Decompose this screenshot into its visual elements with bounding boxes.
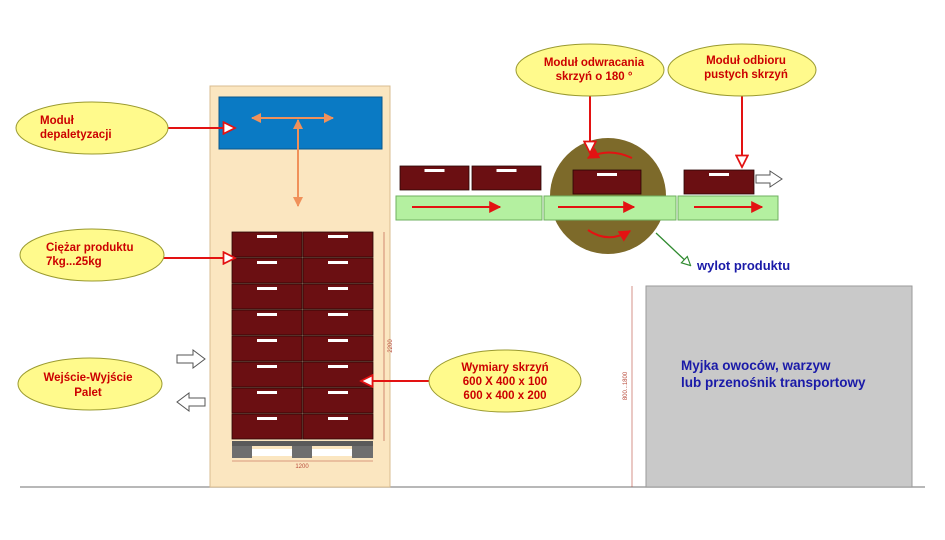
- crate-stack-box: [231, 361, 303, 388]
- empty-crate: [683, 169, 755, 195]
- crate-stack-box: [302, 283, 374, 310]
- washer-label-line1: Myjka owoców, warzyw: [681, 358, 831, 373]
- callout-turn-line1: Moduł odwracania: [544, 57, 645, 69]
- crate-stack-box: [302, 335, 374, 362]
- callout-dims-line3: 600 x 400 x 200: [463, 390, 546, 402]
- callout-depal-line1: Moduł: [40, 115, 75, 127]
- callout-turn-line2: skrzyń o 180 °: [556, 71, 633, 83]
- crate-stack-box: [302, 413, 374, 440]
- rotation-arrow-bottom: [587, 229, 632, 242]
- crate-stack-box: [302, 257, 374, 284]
- conveyor-crate: [399, 165, 470, 191]
- crate-stack-box: [302, 361, 374, 388]
- callout-weight-line1: Ciężar produktu: [46, 242, 134, 254]
- depalletization-module: [218, 96, 383, 150]
- pallet-output-arrow: [176, 392, 206, 412]
- callout-pallet-io: Wejście-Wyjście Palet: [17, 357, 163, 411]
- callout-empty-crate-module: Moduł odbioru pustych skrzyń: [667, 43, 817, 97]
- callout-crate-dimensions: Wymiary skrzyń 600 X 400 x 100 600 x 400…: [428, 349, 582, 413]
- pallet-width-dimension: 1200: [295, 464, 309, 470]
- callout-depal-line2: depaletyzacji: [40, 129, 112, 141]
- callout-turning-module: Moduł odwracania skrzyń o 180 °: [515, 43, 665, 97]
- crate-stack-box: [231, 283, 303, 310]
- turning-crate: [572, 169, 642, 195]
- callout-depalletization: Moduł depaletyzacji: [15, 101, 169, 155]
- pallet: [232, 441, 373, 458]
- callout-dims-line2: 600 X 400 x 100: [463, 376, 547, 388]
- crate-stack-box: [302, 231, 374, 258]
- crate-stack-box: [302, 387, 374, 414]
- washer-height-dimension: 800...1800: [623, 371, 629, 400]
- crate-stack-box: [231, 309, 303, 336]
- washer-label-line2: lub przenośnik transportowy: [681, 375, 866, 390]
- callout-product-weight: Ciężar produktu 7kg...25kg: [19, 228, 165, 282]
- crate-stack-box: [302, 309, 374, 336]
- crate-stack-box: [231, 231, 303, 258]
- washer-block: [645, 285, 913, 488]
- callout-empty-line2: pustych skrzyń: [704, 69, 788, 81]
- crate-stack-box: [231, 413, 303, 440]
- crate-stack: [231, 231, 374, 440]
- callout-dims-line1: Wymiary skrzyń: [461, 362, 548, 374]
- callout-io-line1: Wejście-Wyjście: [43, 372, 132, 384]
- callout-weight-line2: 7kg...25kg: [46, 256, 102, 268]
- product-outlet-label: wylot produktu: [696, 258, 790, 273]
- product-outlet-arrow: [655, 232, 690, 265]
- crate-stack-box: [231, 257, 303, 284]
- empty-crate-exit-arrow: [755, 170, 783, 188]
- crate-stack-box: [231, 387, 303, 414]
- pallet-input-arrow: [176, 349, 206, 369]
- stack-height-dimension: 2200: [388, 339, 394, 353]
- conveyor-crates: [399, 165, 755, 195]
- callout-io-line2: Palet: [74, 387, 102, 399]
- crate-stack-box: [231, 335, 303, 362]
- conveyor-crate: [471, 165, 542, 191]
- rotation-arrow-top: [586, 147, 633, 159]
- callout-empty-line1: Moduł odbioru: [706, 55, 786, 67]
